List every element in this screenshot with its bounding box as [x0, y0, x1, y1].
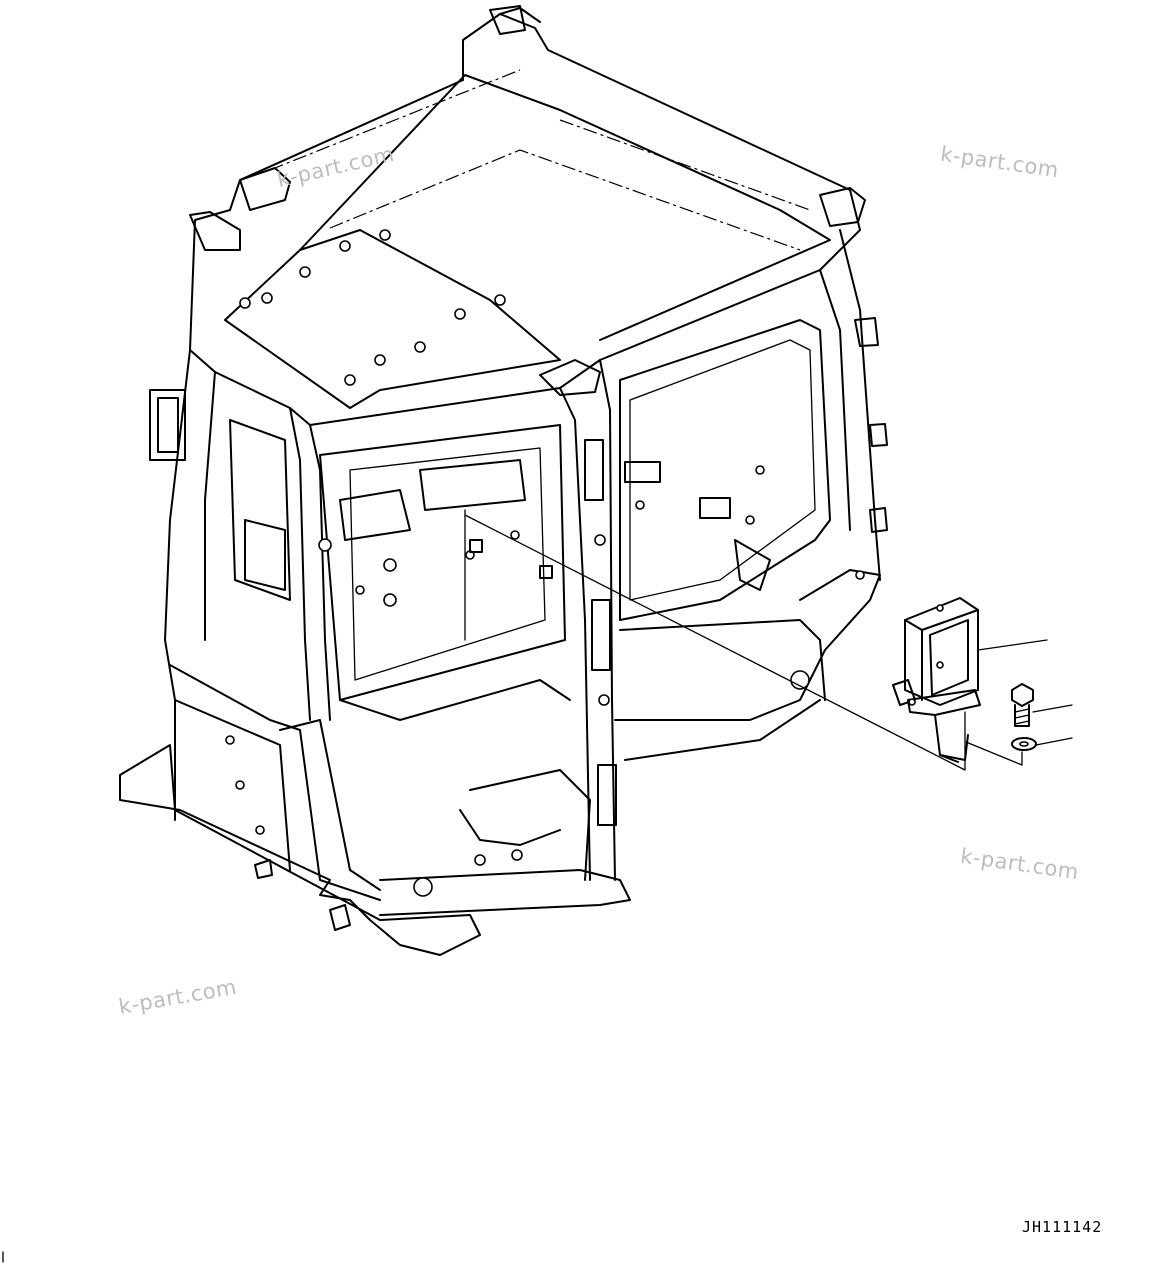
left-pillar [149, 349, 331, 821]
drawing-code-label: JH111142 [1022, 1218, 1103, 1236]
leader-lines [464, 514, 1073, 771]
right-pillar [819, 229, 888, 581]
bolt-part [1011, 683, 1034, 727]
bracket-part [892, 597, 981, 763]
rear-panel [318, 424, 566, 701]
base-frame [119, 569, 881, 956]
washer-part [1011, 737, 1037, 751]
rear-window-frame [619, 319, 831, 621]
roof-frame [189, 5, 866, 426]
front-pillar [559, 359, 617, 881]
